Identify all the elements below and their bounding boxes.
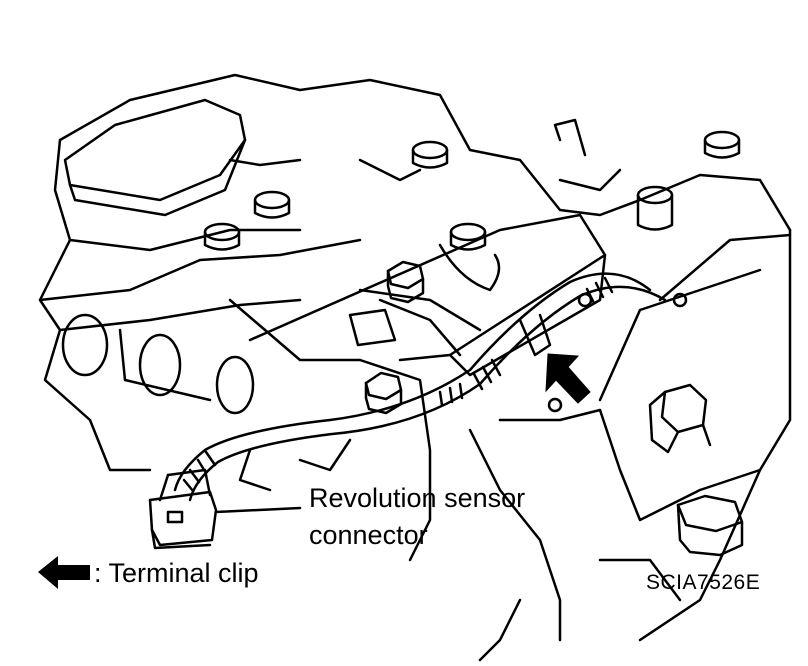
bolt <box>253 190 291 219</box>
bolt <box>364 371 403 415</box>
sensor-bracket <box>248 213 607 377</box>
bolt <box>386 260 425 304</box>
wiring-harness <box>173 272 667 502</box>
callout-label-line2: connector <box>309 520 428 550</box>
case-pad <box>63 98 247 217</box>
large-bolt <box>676 494 744 557</box>
transmission-case <box>38 73 792 662</box>
bolt <box>203 222 241 251</box>
bolt <box>449 222 487 251</box>
legend-text: : Terminal clip <box>94 558 259 588</box>
bolt <box>703 130 741 159</box>
large-bolt <box>648 383 712 454</box>
bolt-heads <box>203 130 741 415</box>
large-bolts <box>648 383 744 557</box>
revolution-sensor-connector <box>148 468 302 550</box>
left-arrow-icon <box>38 556 90 589</box>
bolt <box>411 140 449 169</box>
terminal-clip-arrow <box>545 353 591 404</box>
bolt <box>636 185 674 231</box>
callout-label-line1: Revolution sensor <box>309 483 526 513</box>
figure-code: SCIA7526E <box>646 571 761 594</box>
